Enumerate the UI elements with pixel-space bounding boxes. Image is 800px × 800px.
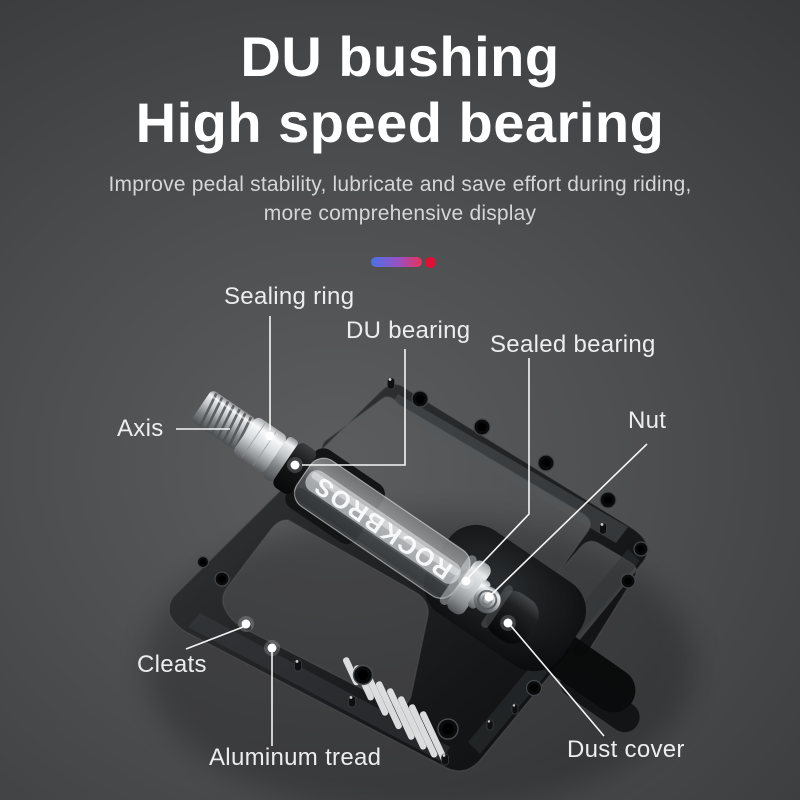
label-dust-cover: Dust cover [567,736,685,763]
collar-ring [263,436,298,482]
rail-highlight-top [388,394,628,543]
subtitle-line-2: more comprehensive display [263,202,537,225]
callout-line-dust-cover [510,625,605,737]
label-nut: Nut [628,407,667,434]
callout-dot-cleats [238,616,254,632]
callout-dot-sealed-bearing [458,573,474,589]
callout-line-sealed-bearing [467,358,530,579]
callout-lines [176,316,648,746]
sealed-bearing-part [439,555,491,615]
gradient-pill [371,257,422,267]
label-aluminum-tread: Aluminum tread [209,744,382,771]
red-dot [425,257,436,268]
pedal-screws [197,390,649,740]
label-axis: Axis [117,415,164,442]
subtitle-line-1: Improve pedal stability, lubricate and s… [108,173,692,196]
callout-dot-dust-cover [500,615,516,631]
callout-dot-aluminum-tread [264,640,280,656]
callout-dot-sealing-ring [262,428,278,444]
callout-line-cleats [185,626,244,650]
axle-thread [192,391,255,451]
callout-dot-nut [481,589,497,605]
label-du-bearing: DU bearing [346,317,471,344]
callout-dots [238,428,516,656]
axle-assembly: ROCKBROS [192,391,539,644]
callout-line-du-bearing [302,349,406,466]
label-sealing-ring: Sealing ring [224,283,355,310]
title-line-2: High speed bearing [135,91,665,154]
divider [0,257,800,269]
header: DU bushing High speed bearing Improve pe… [0,24,800,228]
callout-line-nut [491,443,648,595]
title-line-1: DU bushing [240,25,560,88]
label-cleats: Cleats [137,651,207,678]
bearing-tube [293,457,471,599]
label-sealed-bearing: Sealed bearing [490,331,656,358]
rail-highlight-bottom [188,613,450,762]
callout-dot-du-bearing [287,457,303,473]
subtitle: Improve pedal stability, lubricate and s… [0,170,800,228]
